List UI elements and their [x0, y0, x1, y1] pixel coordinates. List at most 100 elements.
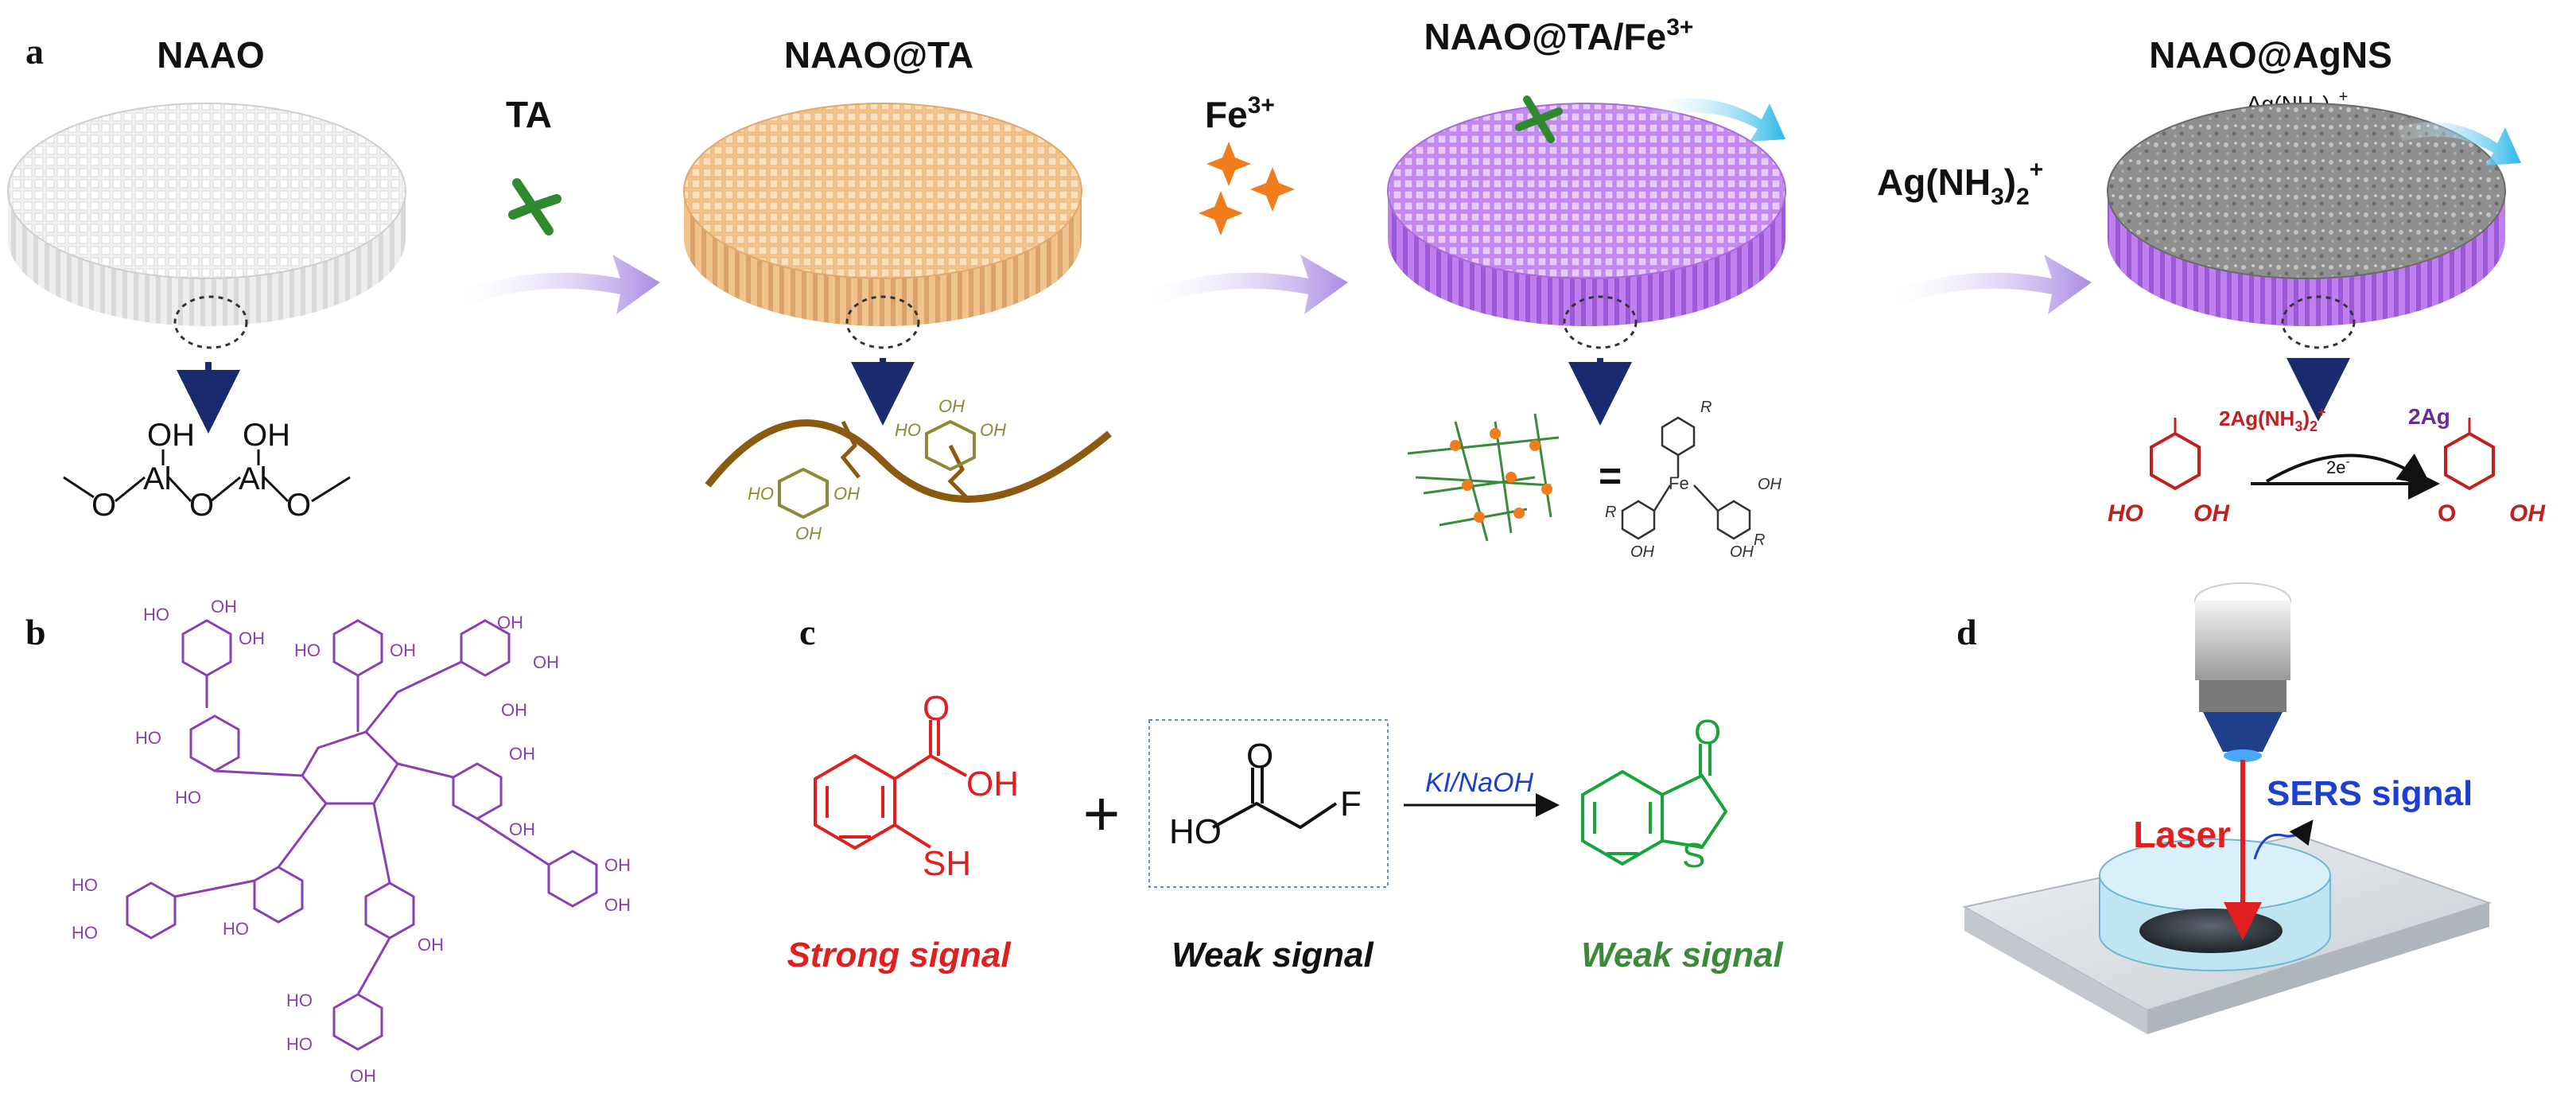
- stage3-text: NAAO@TA/Fe: [1424, 16, 1667, 57]
- process-arrow-3: [1893, 255, 2092, 314]
- ag-sub: 3: [1991, 184, 2004, 210]
- sers-signal-arrow: [2253, 819, 2314, 860]
- reagent-caption: Weak signal: [1171, 936, 1373, 975]
- oh-label: OH: [1630, 543, 1655, 561]
- electron-label: 2e-: [2326, 455, 2350, 477]
- r-label: R: [1700, 399, 1712, 416]
- stage4-title: NAAO@AgNS: [2149, 34, 2392, 76]
- reduction-product: 2Ag: [2408, 404, 2450, 429]
- panel-label-c: c: [799, 612, 815, 652]
- reagent-box: [1148, 719, 1389, 888]
- oh-label: OH: [2509, 500, 2546, 527]
- oh-label: OH: [604, 855, 631, 875]
- silver-reduction-scheme: 2Ag(NH3)2+ 2Ag 2e- HO OH O OH: [2108, 404, 2546, 527]
- oh-label: OH: [390, 640, 416, 660]
- ho-label: HO: [143, 605, 169, 624]
- panel-c: O OH SH Strong signal + O HO F Weak sign…: [787, 689, 1783, 975]
- ta-coating-structure: HO OH OH HO OH OH: [705, 396, 1112, 543]
- oh-label: OH: [497, 613, 523, 632]
- oh-label: OH: [243, 418, 290, 453]
- panel-label-b: b: [25, 612, 46, 652]
- stage3-title: NAAO@TA/Fe3+: [1424, 14, 1694, 57]
- panel-label-a: a: [25, 31, 44, 72]
- oh-label: OH: [239, 628, 265, 648]
- naao-disc: [7, 103, 406, 349]
- fe-label: Fe: [1669, 473, 1689, 493]
- tannic-icon: [1515, 95, 1563, 143]
- stage1-title: NAAO: [157, 34, 264, 76]
- zoom-circle: [173, 295, 248, 349]
- reduction-reactant: 2Ag(NH3)2+: [2219, 404, 2326, 434]
- oh-label: OH: [147, 418, 195, 453]
- oh-label: OH: [509, 819, 535, 839]
- oh-label: OH: [604, 895, 631, 915]
- o-label: O: [189, 488, 214, 523]
- product-structure: [1581, 744, 1728, 866]
- reagent-f: F: [1340, 784, 1362, 823]
- equals-sign: =: [1599, 453, 1622, 498]
- naao-ta-fe-disc: [1387, 103, 1786, 349]
- oh-label: OH: [509, 744, 535, 764]
- reagent-structure: [1212, 768, 1338, 830]
- ho-label: HO: [286, 990, 313, 1010]
- laser-label: Laser: [2133, 814, 2231, 855]
- panel-a: NAAO OH OH Al Al O O O TA NAAO@TA: [7, 14, 2546, 561]
- reagent-ho: HO: [1169, 812, 1222, 851]
- oh-label: OH: [1730, 543, 1754, 561]
- arrow1-label: TA: [506, 94, 552, 135]
- substrate-disc: [2139, 909, 2283, 953]
- plus-sign: +: [1083, 778, 1121, 849]
- reagent-o: O: [1246, 737, 1273, 776]
- ho-label: HO: [223, 919, 249, 939]
- reaction-condition: KI/NaOH: [1425, 768, 1533, 798]
- flow-arrow-cyan: [1650, 98, 1785, 142]
- oh-label: OH: [418, 935, 444, 955]
- arrow3-label: Ag(NH3)2+: [1877, 157, 2043, 210]
- oh-label: OH: [350, 1066, 376, 1086]
- oh-label: OH: [1758, 476, 1782, 493]
- process-arrow-2: [1149, 255, 1348, 314]
- reactant-o: O: [923, 689, 950, 728]
- reactant-sh: SH: [923, 844, 971, 883]
- fe-ta-network: [1407, 413, 1560, 542]
- alumina-structure: OH OH Al Al O O O: [63, 418, 351, 523]
- sample-well: [2099, 838, 2331, 971]
- oh-label: OH: [533, 652, 559, 672]
- oh-label: OH: [795, 523, 822, 543]
- oh-label: OH: [2193, 500, 2230, 527]
- product-o: O: [1694, 713, 1721, 752]
- stage3-sup: 3+: [1666, 14, 1693, 41]
- reactant-structure: [814, 720, 967, 850]
- panel-d: Laser SERS signal: [1962, 582, 2492, 1034]
- arrow2-label: Fe3+: [1205, 92, 1275, 135]
- ag-sub2: 2: [2016, 184, 2030, 210]
- product-s: S: [1682, 836, 1705, 875]
- oh-label: OH: [938, 396, 965, 416]
- ho-label: HO: [175, 788, 201, 807]
- ho-label: HO: [748, 484, 774, 504]
- reactant-caption: Strong signal: [787, 936, 1011, 975]
- fe-complex-structure: [1621, 416, 1751, 540]
- r-label: R: [1605, 504, 1616, 521]
- sers-label: SERS signal: [2267, 774, 2473, 813]
- o-label: O: [2438, 500, 2456, 527]
- ho-label: HO: [135, 728, 161, 748]
- ag-paren: ): [2004, 161, 2016, 203]
- panel-b-tannic-acid: [126, 619, 598, 1051]
- al-label: Al: [143, 461, 172, 496]
- tannic-icon: [508, 178, 561, 235]
- ag-text: Ag(NH: [1877, 161, 1991, 203]
- zoom-circle: [845, 295, 920, 349]
- naao-ta-disc: [683, 103, 1082, 349]
- zoom-circle: [1563, 295, 1638, 349]
- fe-text: Fe: [1205, 94, 1248, 135]
- oh-label: OH: [980, 420, 1006, 440]
- al-label: Al: [239, 461, 267, 496]
- o-label: O: [91, 488, 116, 523]
- naao-agns-disc: [2107, 103, 2506, 349]
- reactant-oh: OH: [966, 765, 1019, 803]
- fe-ion-stars: [1199, 142, 1295, 235]
- product-caption: Weak signal: [1581, 936, 1783, 975]
- ho-label: HO: [895, 420, 921, 440]
- ho-label: HO: [286, 1034, 313, 1054]
